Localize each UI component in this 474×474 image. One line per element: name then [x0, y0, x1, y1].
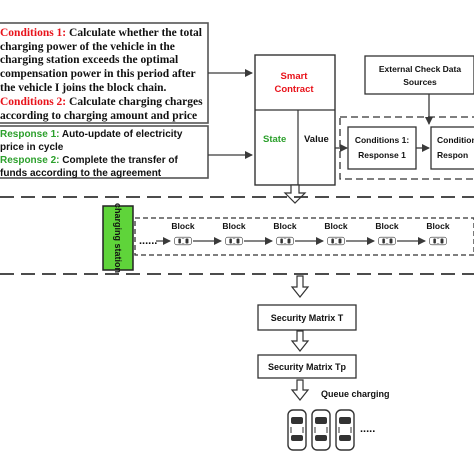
security-matrix-tp-box: Security Matrix Tp: [257, 354, 357, 379]
block-chain: Block Block Block Block Block Block: [156, 221, 450, 246]
queued-car-icon: [287, 409, 307, 451]
condition-response-2-box: Condition Respon: [430, 126, 474, 170]
smart-contract-title-1: Smart: [281, 71, 309, 82]
response-1-label: Response 1:: [0, 129, 59, 140]
contract-down-arrow: [283, 184, 307, 204]
condition-2-label: Conditions 2:: [0, 96, 66, 108]
responses-box: Response 1: Auto-update of electricity p…: [0, 125, 209, 179]
security-matrix-tp-label: Security Matrix Tp: [268, 362, 347, 372]
queue-charging-label: Queue charging: [321, 389, 390, 399]
chain-dots-left: ......: [139, 235, 157, 247]
svg-text:Response 1: Auto-update of ele: Response 1: Auto-update of electricity: [0, 129, 183, 140]
block-label: Block: [426, 221, 449, 231]
smart-contract-box: Smart Contract State Value: [254, 54, 336, 186]
block-label: Block: [324, 221, 347, 231]
block-car-icon: [225, 236, 243, 246]
response-2-label: Response 2:: [0, 155, 59, 166]
cr1-line-2: Response 1: [358, 150, 406, 160]
down-arrow-matrix-t: [290, 275, 310, 298]
block-label: Block: [222, 221, 245, 231]
condition-2-line-1: Calculate charging charges: [66, 96, 203, 108]
svg-text:Response 2: Complete the trans: Response 2: Complete the transfer of: [0, 155, 178, 166]
blockchain-region: [134, 217, 474, 256]
block-label: Block: [171, 221, 194, 231]
queue-dots: .....: [360, 423, 375, 435]
state-label: State: [263, 134, 286, 145]
conditions-box: Conditions 1: Calculate whether the tota…: [0, 22, 209, 124]
down-arrow-matrix-tp: [290, 330, 310, 352]
value-label: Value: [304, 134, 329, 145]
condition-1-line-5: the vehicle I joins the block chain.: [0, 82, 167, 94]
external-data-line-1: External Check Data: [379, 64, 461, 74]
cr1-line-1: Conditions 1:: [355, 135, 409, 145]
response-1-line-2: price in cycle: [0, 142, 64, 153]
condition-1-line-3: charging station exceeds the optimal: [0, 54, 178, 66]
charging-station: charging station: [102, 203, 134, 273]
condition-1-label: Conditions 1:: [0, 27, 66, 39]
external-data-line-2: Sources: [403, 77, 437, 87]
condition-1-line-2: charging power of the vehicle in the: [0, 41, 175, 53]
block-car-icon: [327, 236, 345, 246]
cr2-line-1: Condition: [437, 135, 474, 145]
response-1-line-1: Auto-update of electricity: [59, 129, 182, 140]
queued-car-icon: [335, 409, 355, 451]
response-2-line-1: Complete the transfer of: [59, 155, 178, 166]
block-car-icon: [429, 236, 447, 246]
smart-contract-title-2: Contract: [274, 84, 314, 95]
external-data-box: External Check Data Sources: [364, 55, 474, 95]
down-arrow-queue: [290, 379, 310, 401]
block-label: Block: [375, 221, 398, 231]
cr2-line-2: Respon: [437, 150, 468, 160]
security-matrix-t-label: Security Matrix T: [271, 313, 344, 323]
condition-2-line-2: according to charging amount and price: [0, 110, 197, 122]
block-car-icon: [276, 236, 294, 246]
charging-station-label: charging station: [113, 203, 123, 273]
security-matrix-t-box: Security Matrix T: [257, 304, 357, 331]
block-car-icon: [378, 236, 396, 246]
response-2-line-2: funds according to the agreement: [0, 168, 162, 179]
condition-response-1-box: Conditions 1: Response 1: [347, 126, 417, 170]
condition-1-line-1: Calculate whether the total: [66, 27, 202, 39]
block-label: Block: [273, 221, 296, 231]
svg-text:Conditions 2: Calculate chargi: Conditions 2: Calculate charging charges: [0, 96, 203, 108]
queued-car-icon: [311, 409, 331, 451]
contract-execution-region: [339, 116, 474, 180]
svg-text:Conditions 1: Calculate whethe: Conditions 1: Calculate whether the tota…: [0, 27, 202, 39]
block-car-icon: [174, 236, 192, 246]
condition-1-line-4: compensation power in this period after: [0, 68, 196, 80]
